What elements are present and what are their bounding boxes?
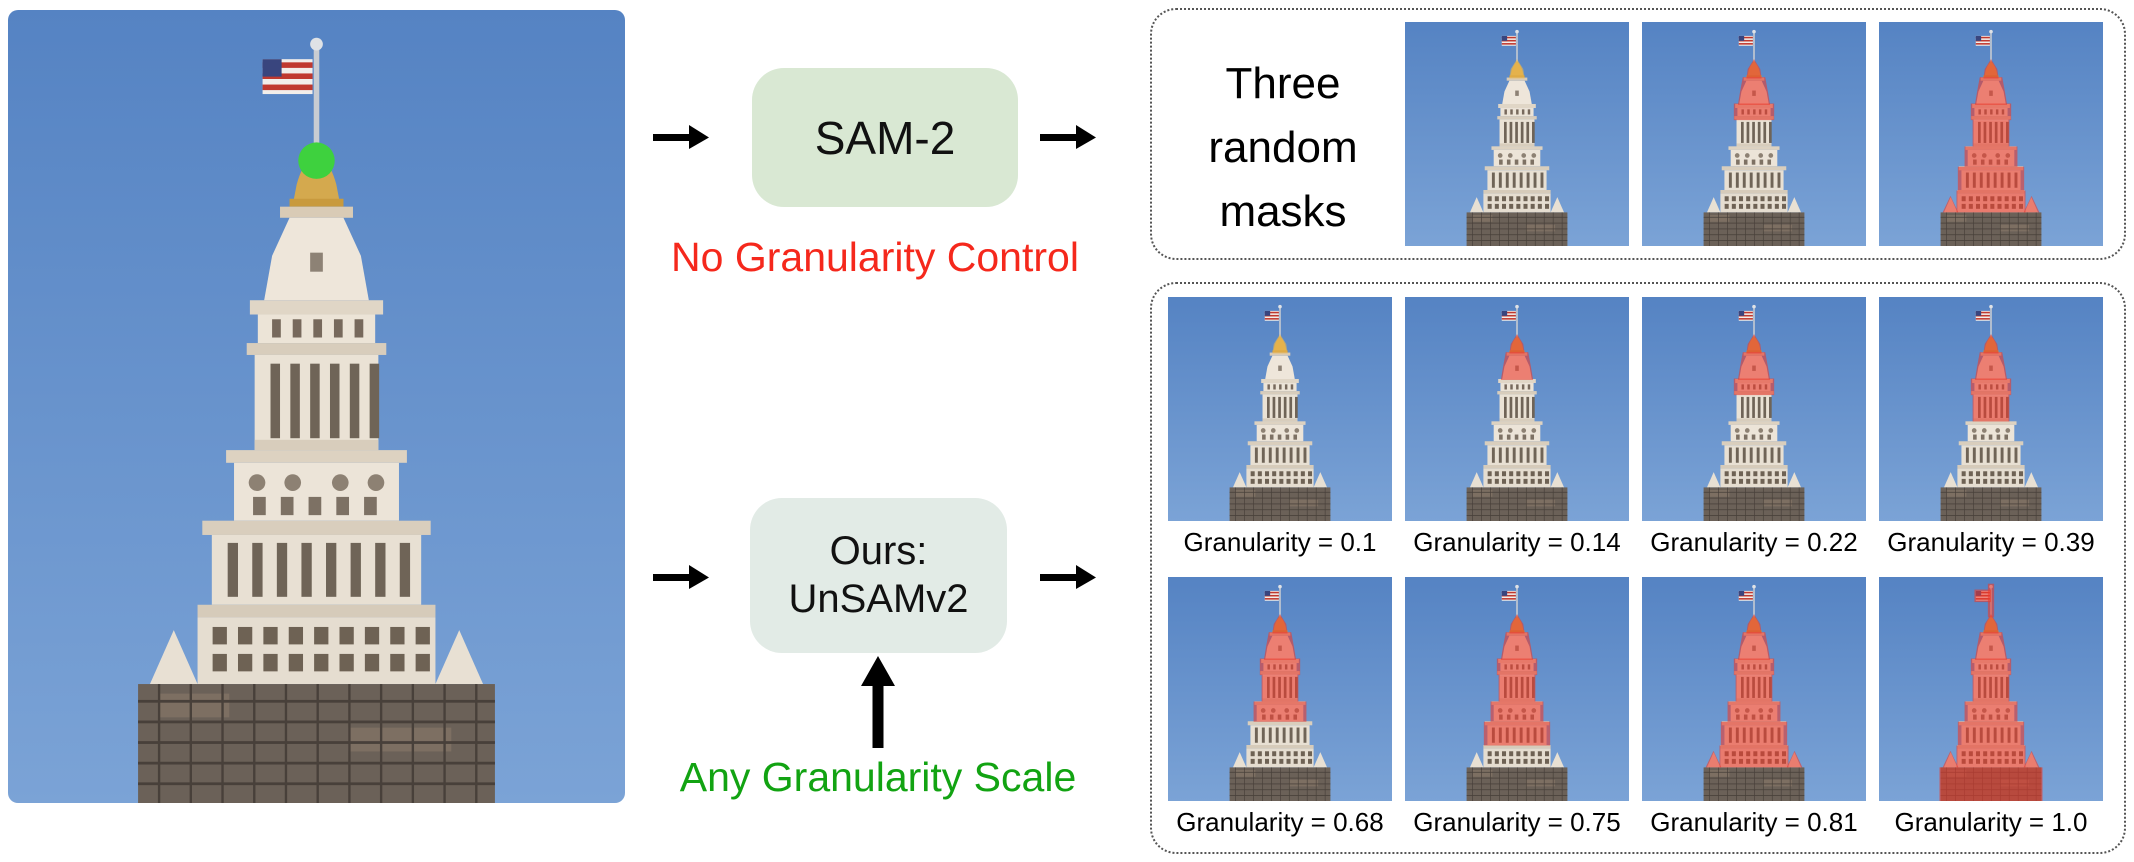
unsamv2-label-line1: Ours: xyxy=(829,529,928,574)
unsamv2-label: Ours: UnSAMv2 xyxy=(788,528,968,622)
random-mask-image-1 xyxy=(1405,22,1629,246)
random-mask-image-2 xyxy=(1642,22,1866,246)
sam2-model-box: SAM-2 xyxy=(752,68,1018,207)
arrow-right-from-sam2 xyxy=(1040,125,1096,149)
random-mask-image-3 xyxy=(1879,22,2103,246)
input-image-tower-photo xyxy=(8,10,625,803)
unsamv2-label-line2: UnSAMv2 xyxy=(788,576,969,621)
any-granularity-scale-caption: Any Granularity Scale xyxy=(679,754,1077,800)
granularity-mask-image xyxy=(1168,577,1392,801)
arrow-right-to-sam2 xyxy=(653,125,709,149)
granularity-mask-image xyxy=(1879,297,2103,521)
arrow-right-from-unsamv2 xyxy=(1040,565,1096,589)
arrow-right-to-unsamv2 xyxy=(653,565,709,589)
arrow-up-granularity-input xyxy=(861,656,895,748)
no-granularity-control-caption: No Granularity Control xyxy=(671,234,1079,280)
granularity-label: Granularity = 0.1 xyxy=(1183,527,1377,557)
granularity-label: Granularity = 0.39 xyxy=(1887,527,2095,557)
granularity-label: Granularity = 0.22 xyxy=(1650,527,1858,557)
three-random-masks-title: Three random masks xyxy=(1208,59,1358,236)
granularity-mask-image xyxy=(1642,297,1866,521)
granularity-label: Granularity = 0.68 xyxy=(1176,807,1384,837)
granularity-label: Granularity = 1.0 xyxy=(1894,807,2088,837)
granularity-label: Granularity = 0.81 xyxy=(1650,807,1858,837)
granularity-mask-image xyxy=(1879,577,2103,801)
granularity-label: Granularity = 0.75 xyxy=(1413,807,1621,837)
granularity-mask-image xyxy=(1405,577,1629,801)
granularity-mask-image xyxy=(1405,297,1629,521)
granularity-mask-image xyxy=(1168,297,1392,521)
granularity-label: Granularity = 0.14 xyxy=(1413,527,1621,557)
sam2-label: SAM-2 xyxy=(814,111,956,164)
unsamv2-model-box: Ours: UnSAMv2 xyxy=(750,498,1007,653)
granularity-mask-image xyxy=(1642,577,1866,801)
